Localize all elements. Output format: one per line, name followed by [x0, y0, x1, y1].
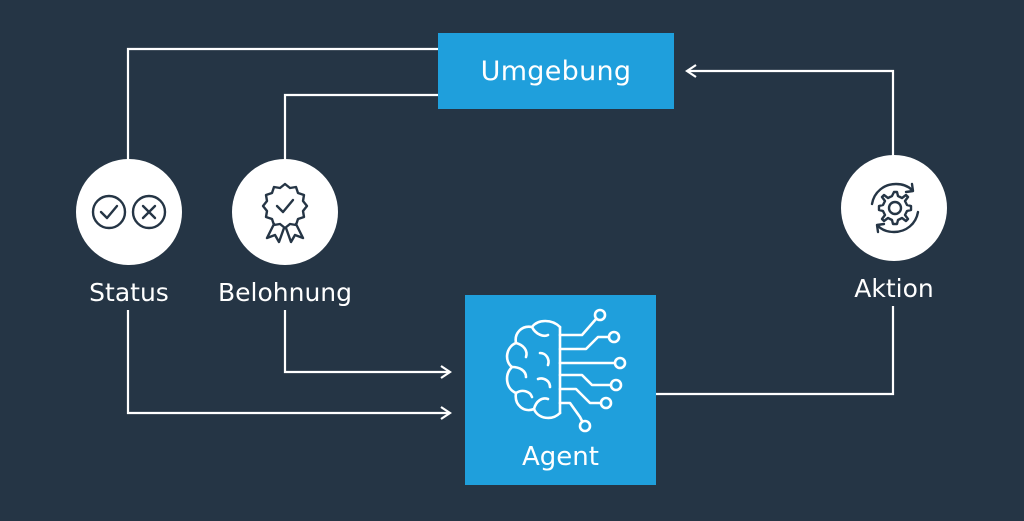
agent-box: Agent: [465, 295, 656, 485]
action-node: [841, 155, 947, 261]
edge-belohnung-agent: [283, 310, 452, 379]
reward-label: Belohnung: [217, 278, 353, 307]
check-and-cross-icon: [91, 194, 167, 230]
environment-box: Umgebung: [438, 33, 674, 109]
reward-node: [232, 159, 338, 265]
gear-cycle-icon: [870, 182, 920, 234]
edge-aktion-umgebung: [685, 64, 895, 157]
action-label: Aktion: [854, 274, 934, 303]
environment-label: Umgebung: [480, 55, 632, 87]
edge-agent-aktion: [656, 306, 895, 396]
edge-status-agent: [126, 310, 452, 420]
status-node: [76, 159, 182, 265]
agent-label: Agent: [522, 442, 599, 472]
edge-umgebung-belohnung: [283, 93, 438, 160]
status-label: Status: [89, 278, 169, 307]
brain-circuit-icon: [505, 308, 626, 433]
edge-umgebung-status: [126, 47, 438, 160]
award-rosette-icon: [261, 182, 309, 244]
